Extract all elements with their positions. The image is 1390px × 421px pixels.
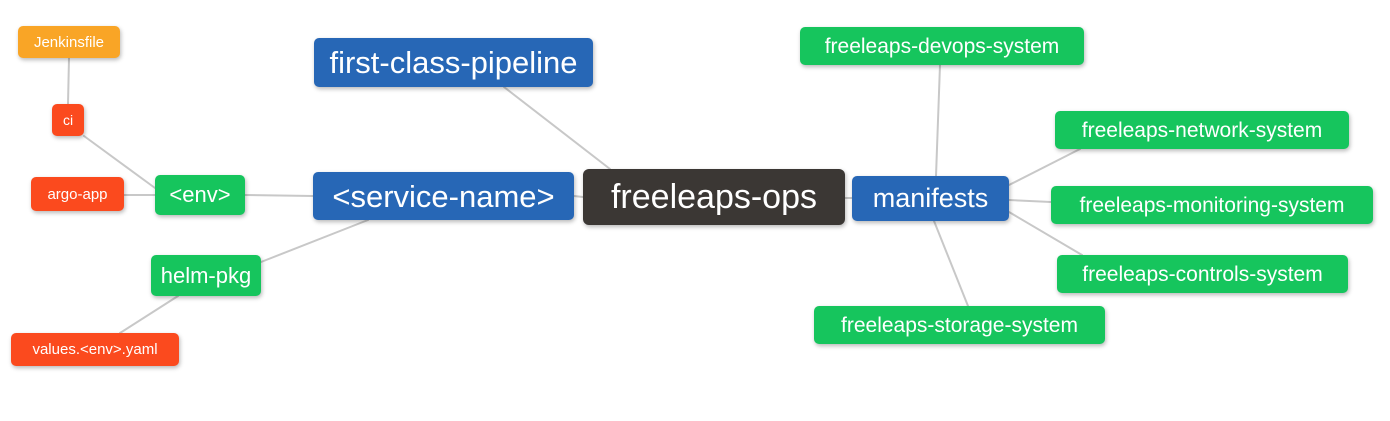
mindmap-node-label: freeleaps-controls-system xyxy=(1082,262,1323,286)
mindmap-node-label: <service-name> xyxy=(332,178,555,214)
mindmap-edge xyxy=(1008,148,1081,186)
mindmap-edge xyxy=(260,219,369,263)
mindmap-node-freeleaps-devops-system[interactable]: freeleaps-devops-system xyxy=(800,27,1084,65)
mindmap-edge xyxy=(933,220,969,307)
mindmap-node-jenkinsfile[interactable]: Jenkinsfile xyxy=(18,26,120,58)
mindmap-node-label: freeleaps-network-system xyxy=(1081,118,1323,142)
mindmap-node-label: freeleaps-devops-system xyxy=(824,34,1060,58)
mindmap-edge xyxy=(67,57,70,105)
mindmap-edge xyxy=(244,194,314,197)
mindmap-node-manifests[interactable]: manifests xyxy=(852,176,1009,221)
mindmap-edge xyxy=(935,64,941,177)
mindmap-node-first-class-pipeline[interactable]: first-class-pipeline xyxy=(314,38,593,87)
mindmap-node-freeleaps-ops[interactable]: freeleaps-ops xyxy=(583,169,845,225)
mindmap-edge xyxy=(573,195,584,198)
mindmap-node-label: argo-app xyxy=(47,185,108,203)
mindmap-node-label: freeleaps-ops xyxy=(610,178,817,216)
mindmap-node-label: Jenkinsfile xyxy=(33,33,105,51)
mindmap-node-label: manifests xyxy=(872,183,989,213)
mindmap-node-values-yaml[interactable]: values.<env>.yaml xyxy=(11,333,179,366)
mindmap-node-freeleaps-monitoring-system[interactable]: freeleaps-monitoring-system xyxy=(1051,186,1373,224)
mindmap-edge xyxy=(119,295,179,334)
mindmap-edge xyxy=(1008,199,1052,203)
mindmap-node-ci[interactable]: ci xyxy=(52,104,84,136)
mindmap-node-helm-pkg[interactable]: helm-pkg xyxy=(151,255,261,296)
mindmap-node-label: first-class-pipeline xyxy=(329,45,578,80)
mindmap-node-label: <env> xyxy=(169,182,231,207)
mindmap-node-freeleaps-storage-system[interactable]: freeleaps-storage-system xyxy=(814,306,1105,344)
mindmap-node-env[interactable]: <env> xyxy=(155,175,245,215)
mindmap-node-argo-app[interactable]: argo-app xyxy=(31,177,124,211)
mindmap-node-freeleaps-network-system[interactable]: freeleaps-network-system xyxy=(1055,111,1349,149)
mindmap-edge xyxy=(503,86,611,170)
mindmap-node-label: helm-pkg xyxy=(160,262,252,288)
mindmap-node-freeleaps-controls-system[interactable]: freeleaps-controls-system xyxy=(1057,255,1348,293)
mindmap-node-label: values.<env>.yaml xyxy=(32,341,158,358)
mindmap-node-label: freeleaps-monitoring-system xyxy=(1079,193,1345,217)
mindmap-node-label: freeleaps-storage-system xyxy=(841,313,1078,337)
mindmap-node-label: ci xyxy=(62,112,74,128)
mindmap-node-service-name[interactable]: <service-name> xyxy=(313,172,574,220)
